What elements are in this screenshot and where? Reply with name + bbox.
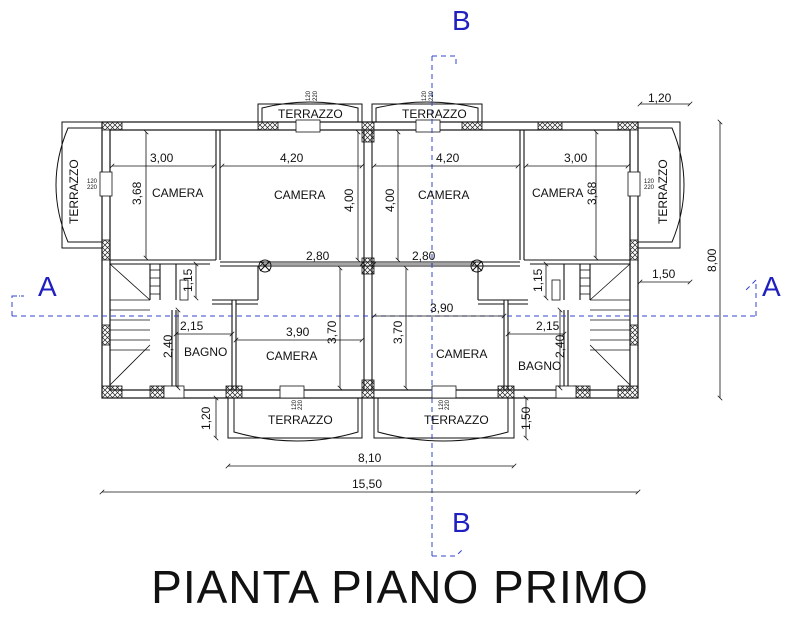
dimension-label: 1,20 — [648, 91, 672, 105]
window-tag: 220 — [298, 399, 304, 410]
room-label: TERRAZZO — [656, 159, 670, 224]
dimension-label: 2,80 — [306, 249, 330, 263]
room-label: BAGNO — [518, 359, 561, 373]
room-label: CAMERA — [274, 188, 325, 202]
window-tag: 220 — [445, 399, 451, 410]
window-tag: 220 — [87, 185, 98, 191]
room-label: CAMERA — [266, 349, 317, 363]
dimension-label: 2,40 — [553, 334, 567, 358]
dimension-label: 3,68 — [130, 181, 144, 205]
section-label-b-top: B — [452, 5, 471, 36]
dimension-label: 1,50 — [652, 267, 676, 281]
window-tag: 220 — [313, 90, 319, 101]
dimension-label: 1,50 — [519, 406, 533, 430]
window-tag: 120 — [87, 179, 98, 185]
dimension-labels: 1,20 3,00 4,20 4,20 3,00 3,68 3,68 4,00 … — [130, 91, 719, 491]
dimension-label: 3,70 — [325, 320, 339, 344]
window-tag: 120 — [306, 90, 312, 101]
room-label: BAGNO — [184, 345, 227, 359]
section-label-a-left: A — [38, 271, 57, 302]
dimension-label: 8,00 — [705, 248, 719, 272]
dimension-label: 2,15 — [180, 319, 204, 333]
stairs — [109, 263, 631, 386]
dimension-label: 3,00 — [564, 151, 588, 165]
room-labels: CAMERA CAMERA CAMERA CAMERA CAMERA CAMER… — [67, 107, 670, 427]
section-label-b-bottom: B — [452, 507, 471, 538]
section-line-a — [11, 278, 757, 317]
dimension-label: 4,00 — [383, 188, 397, 212]
window-tag: 120 — [422, 90, 428, 101]
page-title: PIANTA PIANO PRIMO — [151, 561, 649, 613]
window-tag: 120 — [439, 399, 445, 410]
dimension-label: 3,90 — [430, 301, 454, 315]
dimension-label: 8,10 — [358, 451, 382, 465]
window-tags: 120 220 120 220 120 220 120 220 120 220 … — [87, 90, 655, 410]
room-label: TERRAZZO — [402, 107, 467, 121]
window-tag: 120 — [292, 399, 298, 410]
dimension-lines — [99, 101, 723, 495]
room-label: CAMERA — [436, 347, 487, 361]
dimension-label: 3,00 — [150, 151, 174, 165]
dimension-label: 2,40 — [161, 334, 175, 358]
section-label-a-right: A — [762, 271, 781, 302]
room-label: TERRAZZO — [278, 107, 343, 121]
dimension-label: 2,80 — [412, 249, 436, 263]
dimension-label: 2,15 — [536, 319, 560, 333]
dimension-label: 15,50 — [352, 477, 382, 491]
dimension-label: 3,90 — [286, 325, 310, 339]
dimension-label: 1,15 — [531, 268, 545, 292]
dimension-label: 4,00 — [342, 188, 356, 212]
dimension-label: 1,20 — [199, 406, 213, 430]
room-label: CAMERA — [532, 186, 583, 200]
window-tag: 220 — [644, 185, 655, 191]
room-label: TERRAZZO — [268, 413, 333, 427]
room-label: TERRAZZO — [424, 413, 489, 427]
section-line-b — [431, 55, 465, 557]
dimension-label: 1,15 — [181, 268, 195, 292]
room-label: TERRAZZO — [67, 159, 81, 224]
room-label: CAMERA — [418, 188, 469, 202]
dimension-label: 3,68 — [585, 181, 599, 205]
window-tag: 120 — [644, 179, 655, 185]
dimension-label: 4,20 — [436, 151, 460, 165]
room-label: CAMERA — [152, 186, 203, 200]
dimension-label: 3,70 — [391, 320, 405, 344]
dimension-label: 4,20 — [280, 151, 304, 165]
